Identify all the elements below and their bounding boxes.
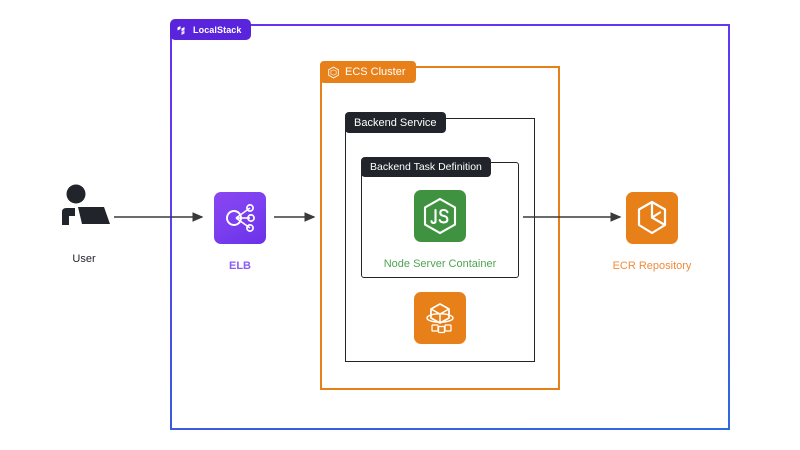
backend-service-label: Backend Service bbox=[354, 116, 437, 129]
node-user: User bbox=[48, 183, 120, 265]
node-ecs-container bbox=[414, 292, 466, 344]
ecr-tile bbox=[626, 192, 678, 244]
backend-service-badge: Backend Service bbox=[345, 112, 446, 133]
ecr-repository-icon bbox=[637, 200, 667, 235]
ecs-cluster-label: ECS Cluster bbox=[345, 66, 406, 78]
elastic-load-balancer-icon bbox=[226, 204, 255, 232]
backend-task-definition-label: Backend Task Definition bbox=[370, 161, 482, 173]
ecs-cluster-icon bbox=[328, 66, 339, 78]
backend-task-definition-badge: Backend Task Definition bbox=[361, 157, 491, 177]
localstack-badge: LocalStack bbox=[170, 19, 251, 40]
elb-tile bbox=[214, 192, 266, 244]
elb-label: ELB bbox=[229, 260, 251, 272]
nodejs-label: Node Server Container bbox=[383, 258, 497, 270]
user-label: User bbox=[72, 253, 96, 265]
ecs-cluster-boundary bbox=[320, 66, 560, 390]
user-at-laptop-icon bbox=[62, 184, 110, 225]
localstack-label: LocalStack bbox=[193, 24, 242, 35]
localstack-logo-icon bbox=[177, 25, 185, 35]
node-ecr-repository: ECR Repository bbox=[613, 192, 691, 272]
node-elb: ELB bbox=[210, 192, 270, 272]
node-nodejs-server-container: Node Server Container bbox=[384, 190, 496, 270]
ecr-repository-label: ECR Repository bbox=[612, 260, 692, 272]
ecs-container-icon bbox=[426, 303, 454, 334]
nodejs-icon bbox=[423, 197, 457, 235]
ecs-container-tile bbox=[414, 292, 466, 344]
ecs-cluster-badge: ECS Cluster bbox=[320, 61, 416, 83]
nodejs-tile bbox=[414, 190, 466, 242]
